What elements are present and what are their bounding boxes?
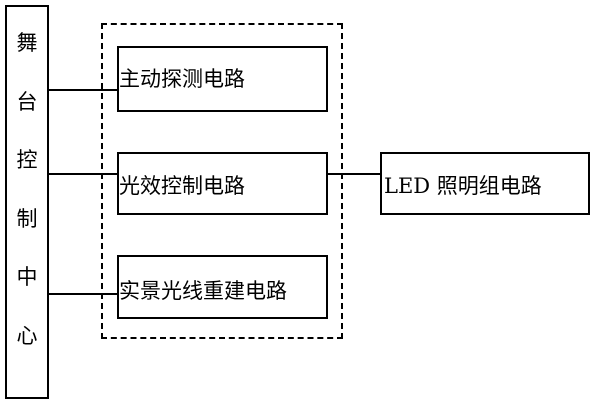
scene-light-reconstruction-circuit-box: 实景光线重建电路 bbox=[117, 255, 328, 319]
active-detection-circuit-label: 主动探测电路 bbox=[119, 67, 245, 91]
active-detection-circuit-box: 主动探测电路 bbox=[117, 46, 328, 112]
connector-line bbox=[327, 173, 381, 175]
led-lighting-group-circuit-box: LED 照明组电路 bbox=[380, 152, 590, 215]
control-center-char: 舞 bbox=[16, 31, 38, 55]
light-effect-control-circuit-label: 光效控制电路 bbox=[119, 174, 245, 198]
scene-light-reconstruction-circuit-label: 实景光线重建电路 bbox=[119, 279, 287, 303]
control-center-char: 心 bbox=[16, 324, 38, 348]
light-effect-control-circuit-box: 光效控制电路 bbox=[117, 152, 328, 215]
connector-line bbox=[49, 293, 118, 295]
led-lighting-group-circuit-label: LED 照明组电路 bbox=[384, 174, 542, 198]
control-center-char: 控 bbox=[16, 148, 38, 172]
circuit-group-boundary bbox=[101, 23, 343, 339]
control-center-char: 中 bbox=[16, 265, 38, 289]
control-center-char: 台 bbox=[16, 90, 38, 114]
stage-control-center-box: 舞 台 控 制 中 心 bbox=[5, 5, 49, 399]
connector-line bbox=[49, 173, 118, 175]
connector-line bbox=[49, 89, 118, 91]
control-center-char: 制 bbox=[16, 207, 38, 231]
